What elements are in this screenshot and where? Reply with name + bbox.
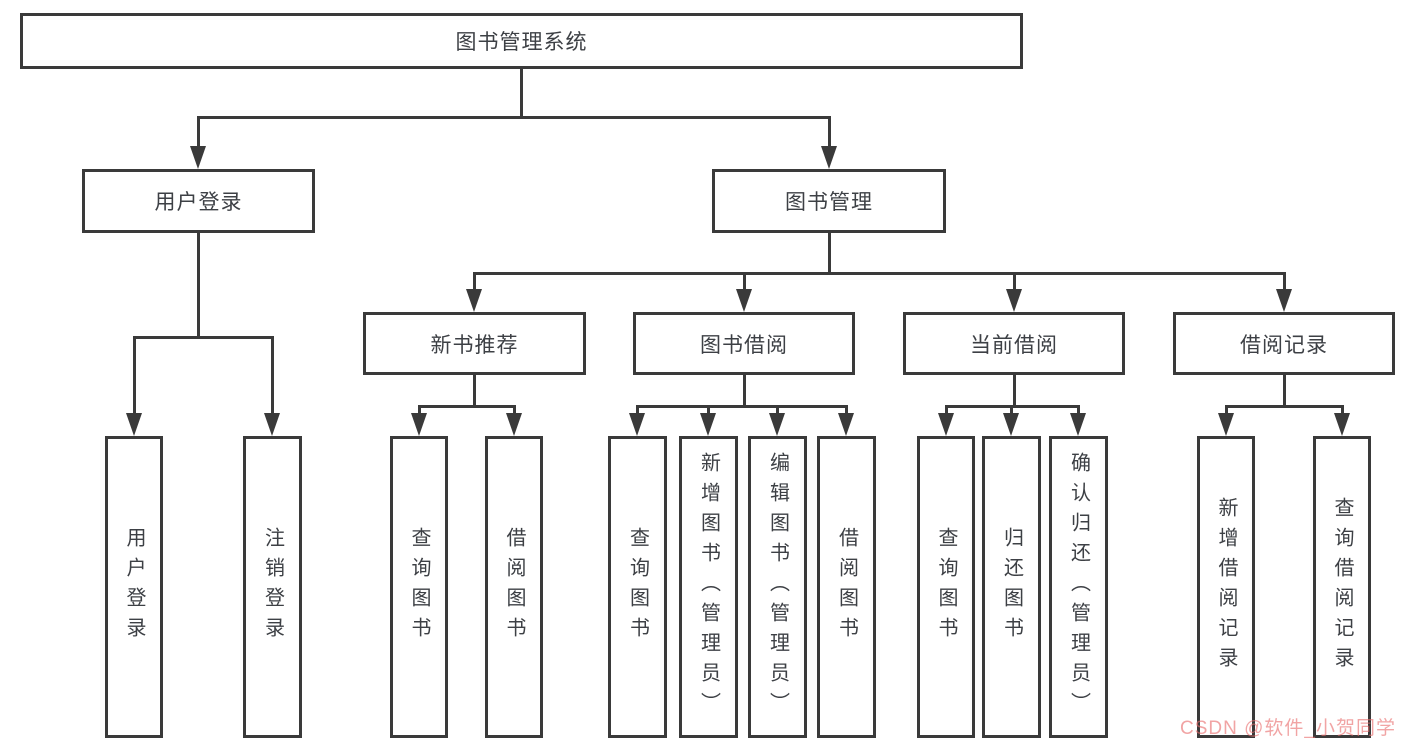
- arrowhead-icon: [264, 413, 280, 436]
- node-label: 用户登录: [154, 191, 243, 214]
- arrowhead-icon: [411, 413, 427, 436]
- arrowhead-icon: [938, 413, 954, 436]
- arrowhead-icon: [1218, 413, 1234, 436]
- arrowhead-icon: [1334, 413, 1350, 436]
- node-label: 注销登录: [261, 527, 284, 647]
- connector-current-borrow-stem: [1013, 375, 1016, 408]
- arrowhead-icon: [1003, 413, 1019, 436]
- node-label: 借阅图书: [835, 527, 858, 647]
- node-label: 新增图书（管理员）: [697, 452, 720, 722]
- connector-leaf-drop: [636, 405, 639, 417]
- connector-drop-leaf-logout: [271, 336, 274, 415]
- node-label: 用户登录: [123, 527, 145, 647]
- node-label: 借阅记录: [1240, 333, 1328, 357]
- leaf-add-borrow-record: 新增借阅记录: [1197, 436, 1255, 738]
- connector-root-stem: [520, 69, 523, 118]
- connector-leaf-drop: [1010, 405, 1013, 417]
- node-label: 图书借阅: [700, 333, 788, 357]
- leaf-query-books-current: 查询图书: [917, 436, 975, 738]
- leaf-confirm-return-admin: 确认归还（管理员）: [1049, 436, 1108, 738]
- node-new-book-recommend: 新书推荐: [363, 312, 586, 375]
- node-current-borrow: 当前借阅: [903, 312, 1125, 375]
- node-library-management-system: 图书管理系统: [20, 13, 1023, 69]
- node-label: 图书管理: [785, 191, 873, 214]
- connector-level3-rail: [473, 272, 1286, 275]
- arrowhead-icon: [821, 146, 837, 169]
- arrowhead-icon: [466, 289, 482, 312]
- node-book-management: 图书管理: [712, 169, 946, 233]
- connector-borrow-records-stem: [1283, 375, 1286, 408]
- leaf-query-borrow-record: 查询借阅记录: [1313, 436, 1371, 738]
- connector-leaf-drop: [845, 405, 848, 417]
- node-label: 当前借阅: [970, 333, 1058, 357]
- arrowhead-icon: [1276, 289, 1292, 312]
- leaf-logout-login: 注销登录: [243, 436, 302, 738]
- arrowhead-icon: [1006, 289, 1022, 312]
- leaf-user-login: 用户登录: [105, 436, 163, 738]
- node-borrow-records: 借阅记录: [1173, 312, 1395, 375]
- node-label: 图书管理系统: [455, 31, 588, 54]
- connector-level2-rail: [197, 116, 831, 119]
- node-label: 查询图书: [935, 527, 957, 647]
- connector-drop-user-login: [197, 116, 200, 148]
- arrowhead-icon: [506, 413, 522, 436]
- connector-leaf-drop: [513, 405, 516, 417]
- leaf-query-books-borrow: 查询图书: [608, 436, 667, 738]
- node-label: 编辑图书（管理员）: [766, 452, 789, 722]
- connector-book-borrow-stem: [743, 375, 746, 408]
- node-user-login: 用户登录: [82, 169, 315, 233]
- leaf-query-books-recommend: 查询图书: [390, 436, 448, 738]
- leaf-return-books: 归还图书: [982, 436, 1041, 738]
- node-label: 新书推荐: [430, 333, 519, 357]
- connector-new-book-rail: [418, 405, 516, 408]
- node-label: 查询图书: [408, 527, 430, 647]
- arrowhead-icon: [736, 289, 752, 312]
- connector-leaf-drop: [1341, 405, 1344, 417]
- connector-leaf-drop: [707, 405, 710, 417]
- connector-drop-book-borrow: [743, 272, 746, 292]
- connector-drop-current-borrow: [1013, 272, 1016, 292]
- connector-user-login-rail: [133, 336, 274, 339]
- csdn-watermark: CSDN @软件_小贺同学: [1180, 718, 1396, 739]
- connector-book-borrow-rail: [636, 405, 848, 408]
- connector-borrow-records-rail: [1225, 405, 1343, 408]
- arrowhead-icon: [700, 413, 716, 436]
- connector-book-management-stem: [828, 233, 831, 274]
- arrowhead-icon: [190, 146, 206, 169]
- node-label: 借阅图书: [503, 527, 525, 647]
- connector-leaf-drop: [945, 405, 948, 417]
- arrowhead-icon: [1070, 413, 1086, 436]
- connector-drop-leaf-user-login: [133, 336, 136, 415]
- leaf-add-books-admin: 新增图书（管理员）: [679, 436, 738, 738]
- connector-drop-new-book: [473, 272, 476, 292]
- node-label: 确认归还（管理员）: [1067, 452, 1090, 722]
- arrowhead-icon: [838, 413, 854, 436]
- arrowhead-icon: [769, 413, 785, 436]
- arrowhead-icon: [126, 413, 142, 436]
- leaf-borrow-books: 借阅图书: [817, 436, 876, 738]
- connector-leaf-drop: [776, 405, 779, 417]
- connector-drop-book-management: [828, 116, 831, 148]
- leaf-edit-books-admin: 编辑图书（管理员）: [748, 436, 807, 738]
- node-label: 查询图书: [626, 527, 649, 647]
- connector-user-login-stem: [197, 233, 200, 338]
- connector-drop-borrow-records: [1283, 272, 1286, 292]
- connector-leaf-drop: [1225, 405, 1228, 417]
- node-label: 归还图书: [1000, 527, 1023, 647]
- arrowhead-icon: [629, 413, 645, 436]
- leaf-borrow-books-recommend: 借阅图书: [485, 436, 543, 738]
- node-label: 查询借阅记录: [1331, 497, 1353, 677]
- connector-new-book-stem: [473, 375, 476, 408]
- node-book-borrow: 图书借阅: [633, 312, 855, 375]
- connector-leaf-drop: [1077, 405, 1080, 417]
- node-label: 新增借阅记录: [1215, 497, 1237, 677]
- connector-leaf-drop: [418, 405, 421, 417]
